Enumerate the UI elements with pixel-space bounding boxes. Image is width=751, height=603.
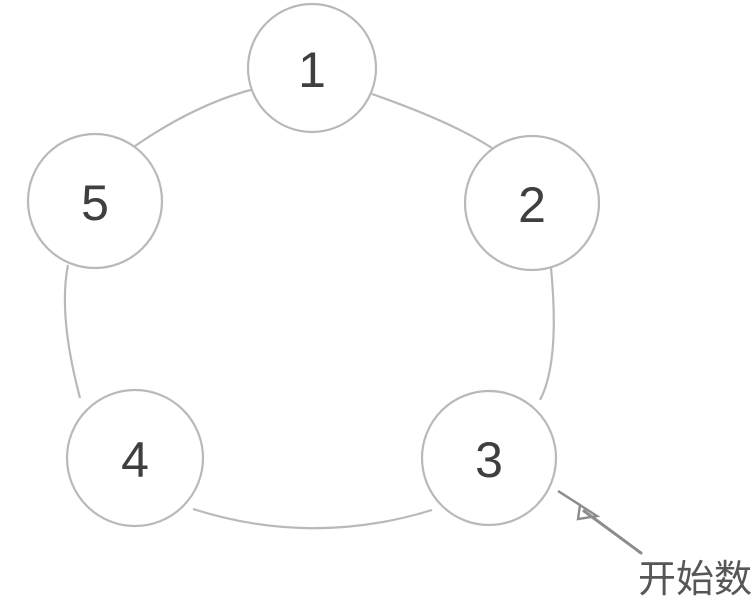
node-3[interactable]: 3 — [420, 389, 558, 527]
node-1-circle[interactable] — [246, 2, 378, 134]
node-1[interactable]: 1 — [246, 2, 378, 134]
link-group — [63, 87, 555, 530]
arrow-shaft-line — [582, 509, 643, 555]
node-2-circle[interactable] — [463, 134, 601, 272]
node-5-circle[interactable] — [26, 132, 164, 270]
link-5-1 — [134, 87, 255, 147]
arrow-head-icon — [557, 489, 601, 521]
node-4-label: 4 — [121, 432, 149, 488]
node-2-label: 2 — [518, 177, 546, 233]
start-count-arrow — [557, 489, 643, 555]
node-5[interactable]: 5 — [26, 132, 164, 270]
node-2[interactable]: 2 — [463, 134, 601, 272]
node-3-circle[interactable] — [420, 389, 558, 527]
link-1-2 — [371, 92, 493, 149]
link-4-5 — [63, 264, 82, 399]
node-3-label: 3 — [475, 432, 503, 488]
node-4[interactable]: 4 — [65, 388, 205, 528]
node-5-label: 5 — [81, 175, 109, 231]
node-1-label: 1 — [298, 42, 326, 98]
start-count-label: 开始数 — [638, 557, 751, 601]
link-2-3 — [539, 267, 555, 401]
node-4-circle[interactable] — [65, 388, 205, 528]
link-3-4 — [192, 507, 433, 530]
